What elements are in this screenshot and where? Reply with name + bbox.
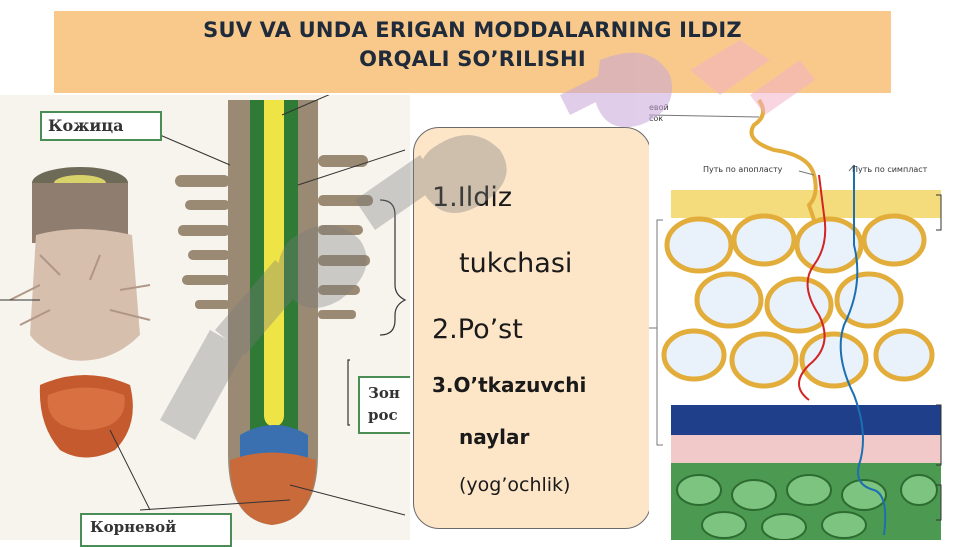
list-item-3-line-2: naylar <box>459 425 530 449</box>
label-cell-sap-2: сок <box>649 114 664 123</box>
label-cell-sap-1: евой <box>649 103 669 112</box>
list-item-3-line-1: 3.O’tkazuvchi <box>432 373 587 397</box>
label-zone: Зон рос <box>358 376 410 434</box>
list-item-2: 2.Po’st <box>432 314 523 345</box>
root-illustration: Кожица Зон рос Корневой <box>0 89 410 547</box>
title-line-1: SUV VA UNDA ERIGAN MODDALARNING ILDIZ <box>203 18 742 42</box>
list-item-1-line-2: tukchasi <box>459 248 573 279</box>
label-skin: Кожица <box>40 111 162 141</box>
label-apoplast-path: Путь по апопласту <box>703 165 783 174</box>
info-card <box>413 127 651 529</box>
cell-pathway-diagram: евой сок Путь по апопласту Путь по симпл… <box>648 95 945 541</box>
title-line-2: ORQALI SO’RILISHI <box>359 47 586 71</box>
label-root-cap: Корневой <box>80 513 232 547</box>
list-item-3-line-3: (yog’ochlik) <box>459 474 571 496</box>
root-drawing <box>0 89 407 525</box>
label-zone-line-2: рос <box>368 406 398 424</box>
list-item-1-line-1: 1.Ildiz <box>432 182 513 213</box>
cell-drawing <box>648 98 942 541</box>
label-zone-line-1: Зон <box>368 384 400 402</box>
label-symplast-path: Путь по симпласт <box>852 165 928 174</box>
slide-title: SUV VA UNDA ERIGAN MODDALARNING ILDIZ OR… <box>54 16 891 74</box>
